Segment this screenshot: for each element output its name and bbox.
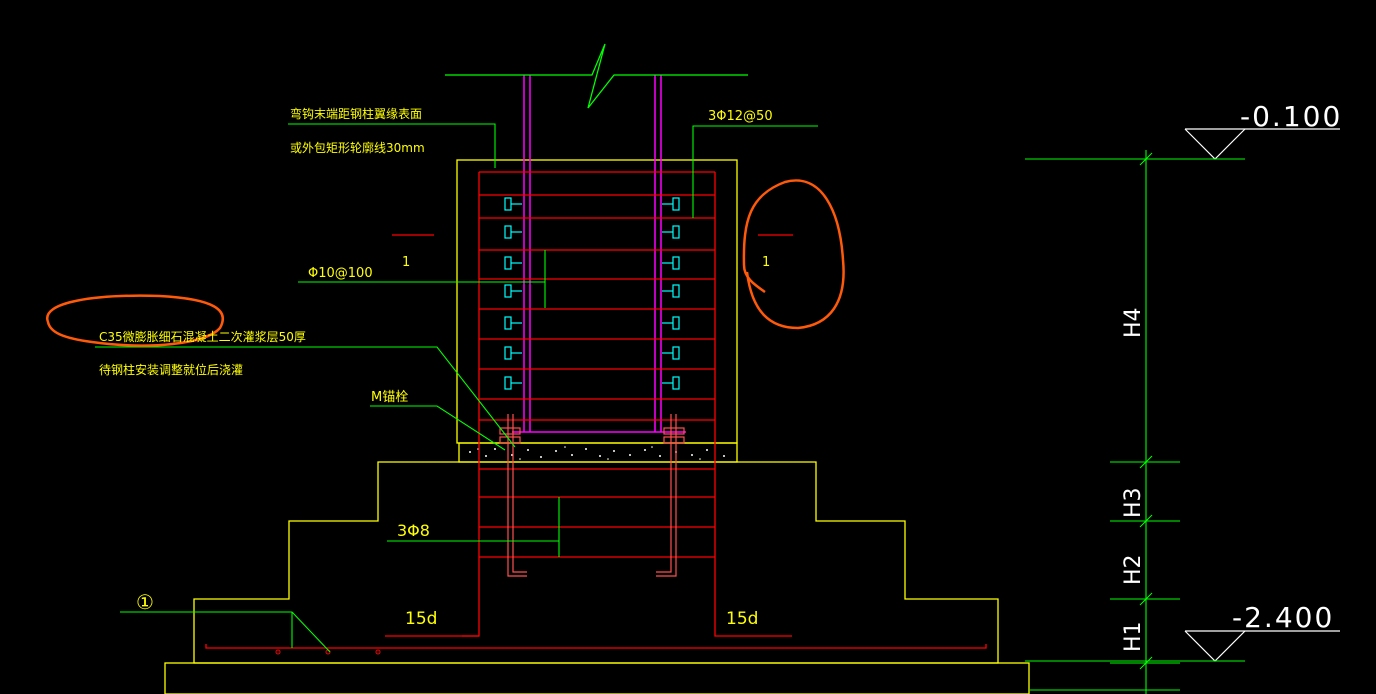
hook-note-line1: 弯钩末端距钢柱翼缘表面 xyxy=(290,106,422,121)
grout-layer xyxy=(458,442,738,463)
elevation-top-label: -0.100 xyxy=(1240,100,1342,133)
elevation-bottom-label: -2.400 xyxy=(1232,601,1334,634)
detail-leader xyxy=(120,611,331,653)
pedestal-outline xyxy=(456,159,738,444)
section-mark-right: 1 xyxy=(762,255,770,270)
bottom-slab xyxy=(164,662,1030,694)
dim-h3-label: H3 xyxy=(1121,487,1146,518)
leader-lines xyxy=(95,123,818,653)
pedestal-stirrups xyxy=(479,171,715,558)
steel-column xyxy=(512,75,686,433)
dimension-chain xyxy=(1025,150,1245,694)
text-labels: 弯钩末端距钢柱翼缘表面 或外包矩形轮廓线30mm 3Φ12@50 Φ10@100… xyxy=(99,100,1342,652)
stirrup-rebar-label: Φ10@100 xyxy=(308,266,373,281)
top-rebar-label: 3Φ12@50 xyxy=(708,109,773,124)
top-rebar-leader xyxy=(692,125,818,218)
column-break-line xyxy=(445,43,748,109)
grout-leader xyxy=(95,346,516,448)
shear-studs xyxy=(504,197,680,390)
stepped-footing-outline xyxy=(193,461,999,664)
detail-mark: ① xyxy=(136,590,154,614)
stud-left-column xyxy=(504,197,522,390)
section-mark-left: 1 xyxy=(402,255,410,270)
anchor-leader xyxy=(370,405,506,451)
anchor-length-left: 15d xyxy=(405,609,437,629)
foundation-outline xyxy=(164,159,1030,694)
annotation-ellipse-left xyxy=(46,294,225,347)
vertical-rebars xyxy=(205,172,987,649)
dim-h4-label: H4 xyxy=(1121,307,1146,338)
anchor-bolt-label: M锚栓 xyxy=(371,390,408,405)
stud-right-column xyxy=(662,197,680,390)
anchor-length-right: 15d xyxy=(726,609,758,629)
annotation-loop-right xyxy=(742,179,845,330)
grout-note-line1: C35微膨胀细石混凝土二次灌浆层50厚 xyxy=(99,329,306,344)
anchor-bolts xyxy=(499,414,685,577)
hook-note-line2: 或外包矩形轮廓线30mm xyxy=(290,140,425,155)
grout-note-line2: 待钢柱安装调整就位后浇灌 xyxy=(99,362,243,377)
dim-h1-label: H1 xyxy=(1121,621,1146,652)
dim-h2-label: H2 xyxy=(1121,554,1146,585)
hook-note-leader xyxy=(288,123,496,168)
elevation-markers xyxy=(1184,128,1340,662)
pedestal-rebar-label: 3Φ8 xyxy=(397,521,430,540)
